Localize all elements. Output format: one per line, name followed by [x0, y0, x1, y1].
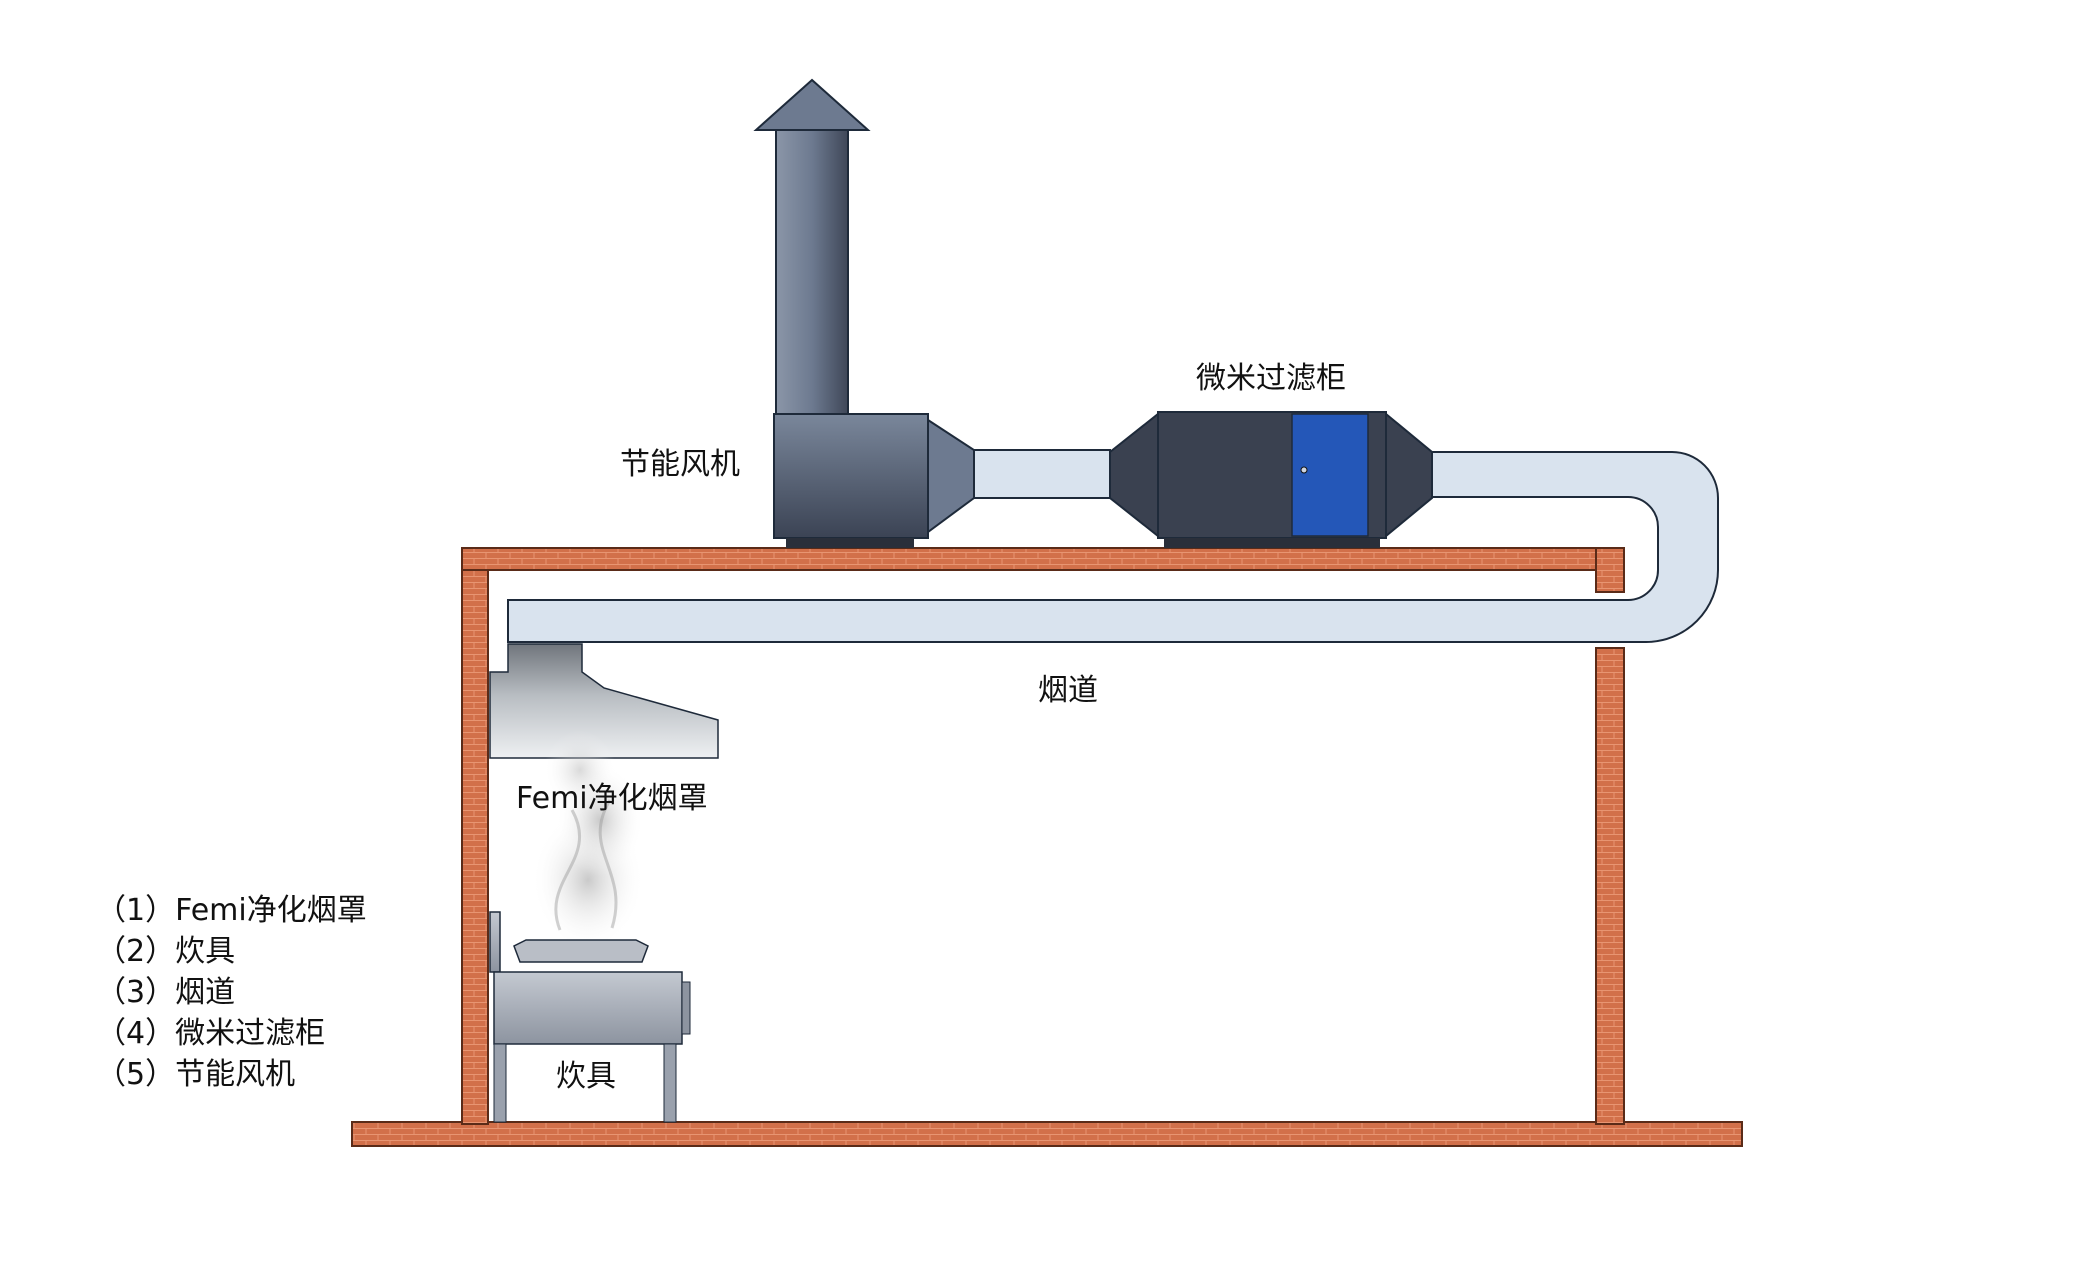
- legend-item: （1）Femi净化烟罩: [96, 893, 367, 928]
- legend: （1）Femi净化烟罩 （2）炊具 （3）烟道 （4）微米过滤柜 （5）节能风机: [96, 893, 367, 1092]
- label-hood: Femi净化烟罩: [516, 781, 708, 816]
- legend-item: （2）炊具: [96, 934, 235, 969]
- smoke: [532, 730, 644, 950]
- stove-backsplash: [489, 911, 501, 973]
- legend-item: （3）烟道: [96, 975, 235, 1010]
- label-filter: 微米过滤柜: [1196, 361, 1346, 396]
- legend-item: （5）节能风机: [96, 1057, 295, 1092]
- femi-purifying-hood: [489, 643, 719, 759]
- legend-item: （4）微米过滤柜: [96, 1016, 325, 1051]
- label-fan: 节能风机: [620, 447, 740, 482]
- filter-door: [1291, 413, 1369, 537]
- right-wall-upper: [1595, 547, 1625, 593]
- floor: [351, 1121, 1743, 1147]
- stove-body: [493, 971, 683, 1045]
- building-walls: [351, 547, 1743, 1147]
- energy-saving-fan: [753, 78, 975, 548]
- filter-inlet-cone: [1109, 411, 1159, 539]
- hood-body: [489, 643, 719, 759]
- stove-wok: [513, 939, 649, 963]
- label-stove: 炊具: [556, 1059, 616, 1094]
- fan-base: [786, 538, 914, 548]
- stove-leg-right: [663, 1043, 677, 1123]
- filter-base: [1164, 538, 1380, 548]
- stove-leg-left: [493, 1043, 507, 1123]
- exhaust-duct: [507, 449, 1719, 643]
- stove-knob: [681, 981, 691, 1035]
- cooking-stove: [489, 911, 691, 1123]
- roof-slab: [461, 547, 1625, 571]
- fan-housing: [773, 413, 929, 539]
- filter-door-handle: [1300, 466, 1308, 474]
- label-duct: 烟道: [1038, 673, 1098, 708]
- duct-loop: [507, 451, 1719, 643]
- chimney-cap: [753, 78, 871, 131]
- right-wall-lower: [1595, 647, 1625, 1125]
- filter-outlet-cone: [1385, 411, 1433, 539]
- fan-outlet-cone: [927, 418, 975, 534]
- chimney-pipe: [775, 129, 849, 415]
- micron-filter-cabinet: [1109, 411, 1433, 548]
- duct-fan-to-filter: [973, 449, 1111, 499]
- left-wall: [461, 547, 489, 1125]
